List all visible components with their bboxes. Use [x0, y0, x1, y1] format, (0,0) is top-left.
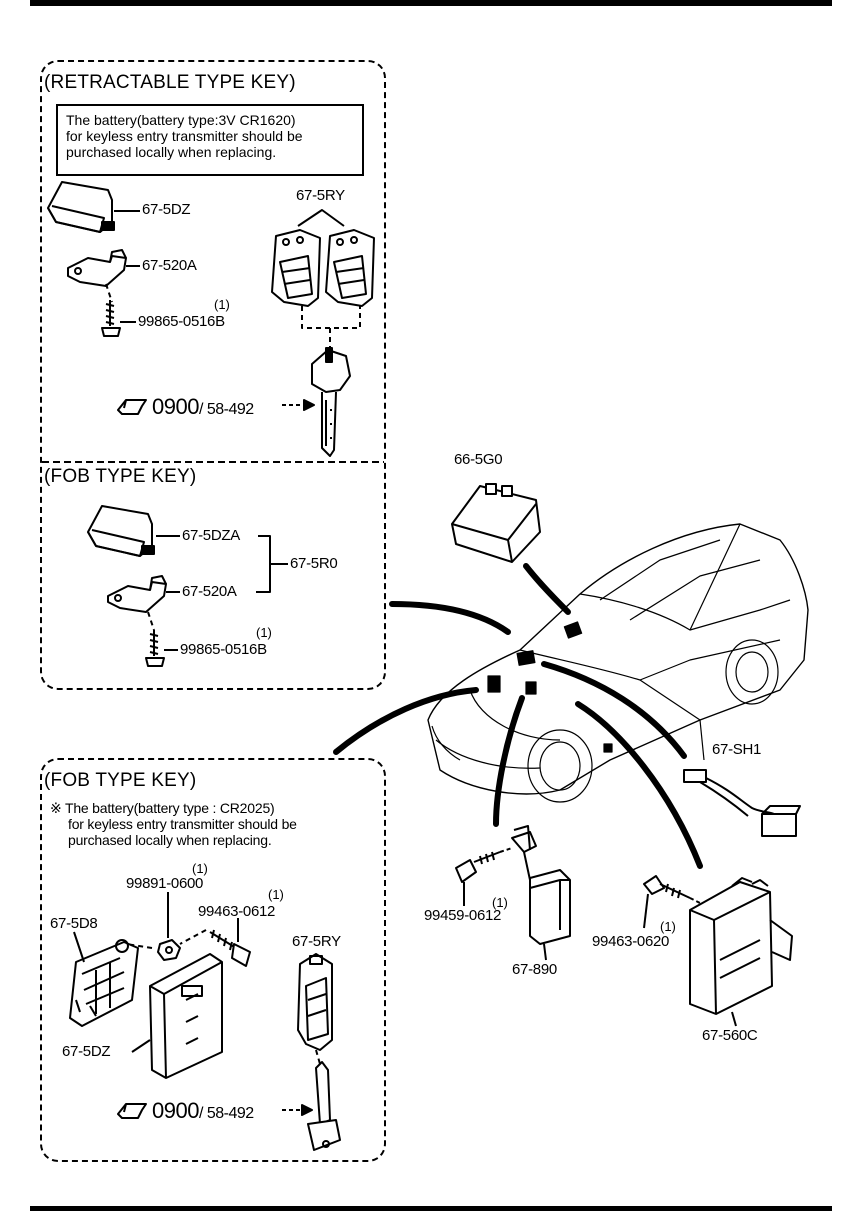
note-line: purchased locally when replacing. [66, 144, 277, 160]
part-number-label: 67-5DZA [182, 527, 240, 544]
bolt-drawing [643, 875, 691, 899]
part-number-label: 67-5RY [292, 933, 341, 950]
reference-link[interactable]: 0900/ 58-492 [152, 1098, 254, 1124]
part-number-label: 67-520A [142, 257, 197, 274]
top-rule [30, 0, 832, 6]
part-number-label: 67-890 [512, 961, 557, 978]
quantity-label: (1) [492, 895, 508, 910]
fob-section-title: (FOB TYPE KEY) [44, 770, 197, 791]
note-line: purchased locally when replacing. [68, 832, 272, 848]
retractable-section-title: (RETRACTABLE TYPE KEY) [44, 72, 296, 93]
fob-section-title: (FOB TYPE KEY) [44, 466, 197, 487]
note-line: ※ The battery(battery type : CR2025) [50, 800, 275, 816]
vehicle-drawing [427, 523, 809, 803]
quantity-label: (1) [268, 887, 284, 902]
part-number-label: 67-SH1 [712, 741, 762, 758]
part-number-label: 67-5RY [296, 187, 345, 204]
part-number-label: 67-520A [182, 583, 237, 600]
part-number-label: 99463-0612 [198, 903, 276, 920]
part-number-label: 99463-0620 [592, 933, 670, 950]
harness-drawing [683, 769, 801, 837]
quantity-label: (1) [660, 919, 676, 934]
fob-battery-note: ※ The battery(battery type : CR2025) for… [50, 800, 297, 848]
control-unit-drawing [451, 483, 541, 563]
key-panel-upper [40, 60, 386, 690]
control-unit-drawing [511, 825, 571, 945]
ref-figure: / 58-492 [198, 1105, 254, 1122]
part-number-label: 67-5DZ [62, 1043, 111, 1060]
quantity-label: (1) [214, 297, 230, 312]
part-number-label: 99459-0612 [424, 907, 502, 924]
part-number-label: 67-560C [702, 1027, 758, 1044]
ref-figure: / 58-492 [198, 401, 254, 418]
part-number-label: 99865-0516B [138, 313, 225, 330]
bottom-rule [30, 1206, 832, 1211]
quantity-label: (1) [192, 861, 208, 876]
bolt-drawing [455, 851, 501, 883]
reference-link[interactable]: 0900/ 58-492 [152, 394, 254, 420]
note-line: for keyless entry transmitter should be [68, 816, 297, 832]
quantity-label: (1) [256, 625, 272, 640]
part-number-label: 67-5DZ [142, 201, 191, 218]
part-number-label: 99865-0516B [180, 641, 267, 658]
note-line: for keyless entry transmitter should be [66, 128, 303, 144]
ref-page: 0900 [152, 1098, 199, 1123]
part-number-label: 67-5R0 [290, 555, 338, 572]
part-number-label: 99891-0600 [126, 875, 204, 892]
key-panel-lower [40, 758, 386, 1162]
note-line: The battery(battery type:3V CR1620) [66, 112, 296, 128]
ref-page: 0900 [152, 394, 199, 419]
part-number-label: 66-5G0 [454, 451, 503, 468]
part-number-label: 67-5D8 [50, 915, 98, 932]
retractable-battery-note: The battery(battery type:3V CR1620) for … [56, 104, 364, 176]
control-unit-drawing [689, 877, 793, 1015]
